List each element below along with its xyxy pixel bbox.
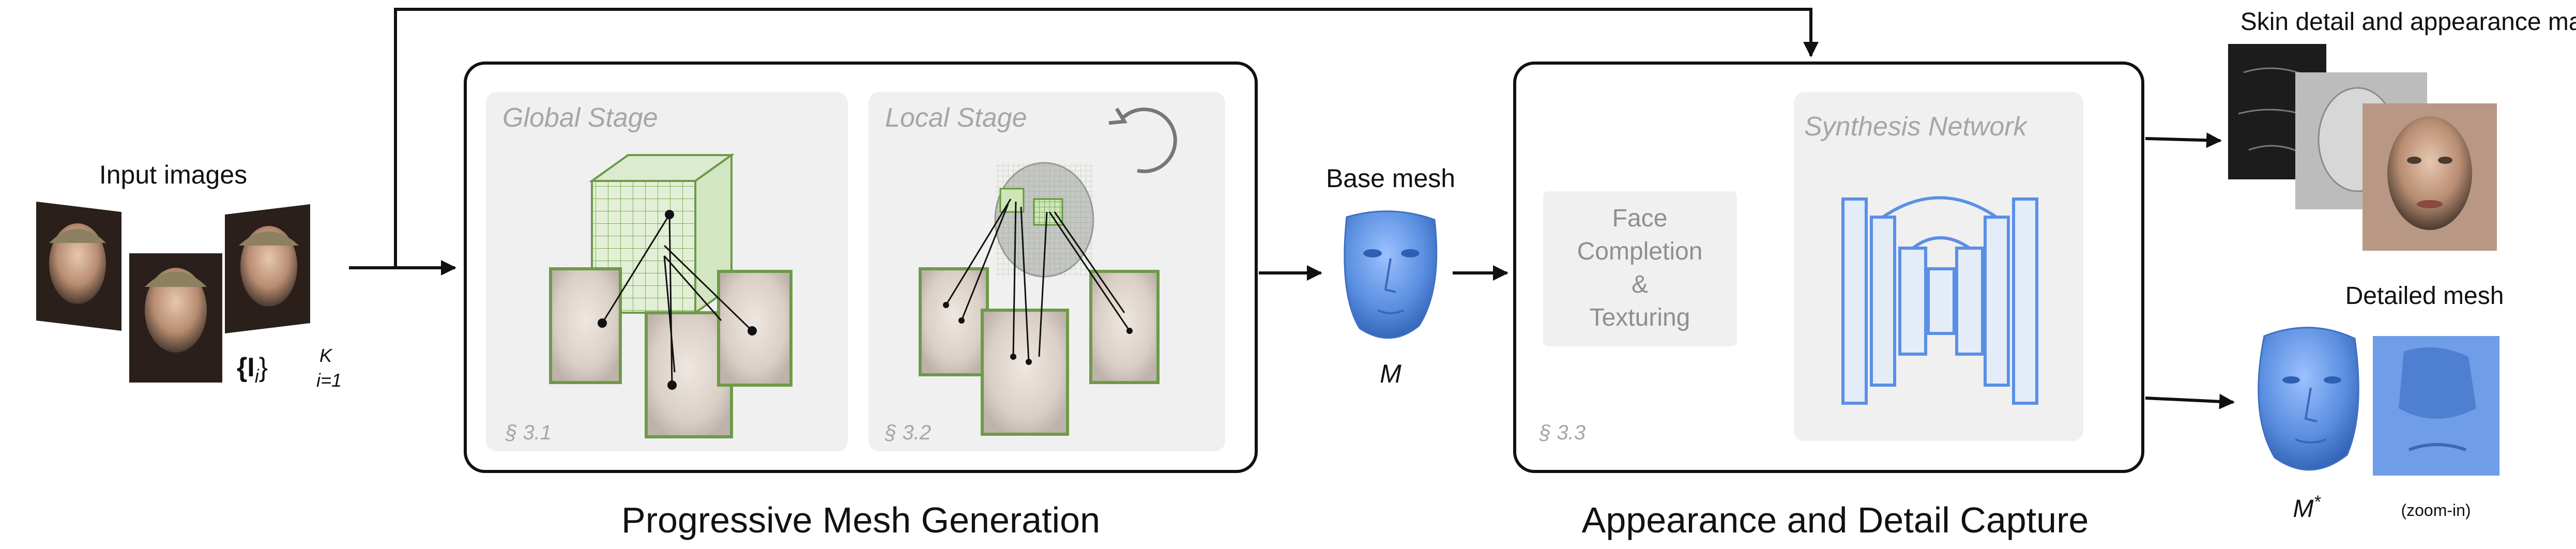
face-completion-line-2: Completion [1577, 238, 1703, 265]
skip-connection-arrow [394, 8, 1819, 268]
appearance-section-label: § 3.3 [1539, 421, 1586, 444]
local-projection-lines [945, 199, 1131, 362]
detailed-symbol-base: M [2293, 495, 2313, 523]
to-detailed-arrow [2145, 393, 2235, 409]
global-section-label: § 3.1 [505, 421, 552, 444]
local-section-label: § 3.2 [885, 421, 931, 444]
unet-diagram [1841, 196, 2038, 405]
input-images-title: Input images [99, 160, 247, 189]
global-projection-lines [601, 214, 753, 386]
global-stage-panel: Global Stage [486, 92, 848, 451]
local-view-images [919, 267, 1160, 436]
synthesis-network-panel: Synthesis Network [1794, 92, 2083, 441]
face-completion-box: Face Completion & Texturing [1543, 191, 1737, 346]
synthesis-network-label: Synthesis Network [1804, 112, 2029, 142]
to-maps-arrow [2145, 132, 2222, 148]
local-stage-panel: Local Stage [868, 92, 1225, 451]
progressive-mesh-generation: Progressive Mesh Generation Global Stage [464, 62, 1258, 540]
rotate-arrow-icon [1108, 108, 1177, 173]
local-head-mesh [994, 162, 1094, 278]
input-image-center [129, 253, 222, 383]
detailed-mesh-face [2258, 327, 2359, 471]
detailed-symbol-sup: * [2313, 492, 2321, 512]
input-formula: {Ii} K i=1 [237, 345, 342, 391]
local-stage-label: Local Stage [885, 103, 1027, 133]
base-mesh-symbol: M [1380, 359, 1401, 388]
appearance-title: Appearance and Detail Capture [1582, 500, 2089, 540]
global-points [598, 210, 757, 390]
maps-title: Skin detail and appearance maps [2240, 8, 2576, 36]
zoom-in-label: (zoom-in) [2401, 501, 2471, 520]
input-image-right [225, 204, 310, 333]
face-completion-line-1: Face [1612, 205, 1668, 232]
appearance-maps [2228, 44, 2497, 251]
formula-sup: K [319, 345, 333, 366]
formula-lower: i=1 [316, 370, 342, 391]
formula-close: } [259, 353, 268, 383]
local-points [943, 302, 1133, 365]
progressive-title: Progressive Mesh Generation [621, 500, 1100, 540]
input-section: Input images {Ii} K i=1 [36, 160, 342, 391]
face-completion-line-4: Texturing [1590, 304, 1690, 331]
face-completion-line-3: & [1632, 271, 1648, 298]
base-mesh-section: Base mesh M [1326, 164, 1455, 388]
base-mesh-title: Base mesh [1326, 164, 1455, 193]
global-view-images [549, 267, 792, 438]
formula-sub: i [255, 365, 260, 387]
outputs-section: Skin detail and appearance maps Detailed… [2228, 8, 2576, 523]
detailed-mesh-symbol: M* [2293, 492, 2321, 523]
formula-base: {I [237, 353, 255, 383]
zoom-in-view [2373, 336, 2499, 476]
input-image-left [36, 202, 121, 331]
detailed-mesh-title: Detailed mesh [2345, 282, 2504, 310]
appearance-detail-capture: Appearance and Detail Capture Face Compl… [1513, 62, 2144, 540]
global-stage-label: Global Stage [502, 103, 658, 133]
svg-text:{Ii}: {Ii} [237, 353, 268, 387]
base-mesh-face [1344, 210, 1438, 339]
